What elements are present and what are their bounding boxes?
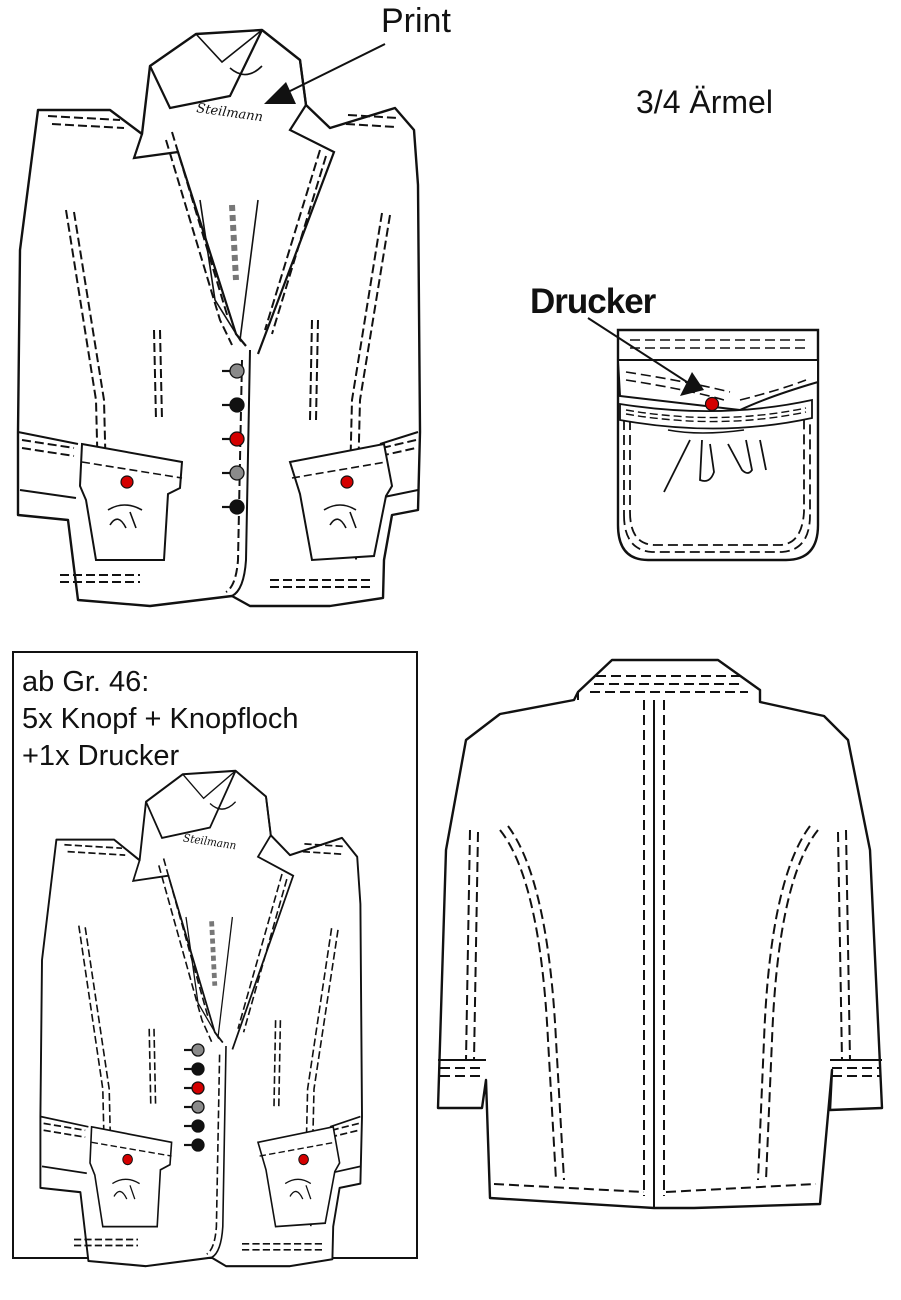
- button-black: [191, 1062, 205, 1076]
- button-black: [191, 1138, 205, 1152]
- button-column-large-size: [184, 1043, 205, 1152]
- snap-dot-detail: [704, 396, 720, 412]
- size-note-line1: ab Gr. 46:: [22, 666, 150, 698]
- snap-dot-left: [120, 475, 134, 489]
- button-grey: [229, 363, 245, 379]
- snap-label: Drucker: [530, 282, 656, 321]
- button-grey: [191, 1043, 205, 1057]
- size-note-line2: 5x Knopf + Knopfloch: [22, 703, 299, 735]
- print-label: Print: [381, 2, 451, 40]
- button-grey: [191, 1100, 205, 1114]
- large-size-note: ab Gr. 46: 5x Knopf + Knopfloch +1x Druc…: [22, 664, 299, 775]
- button-grey: [229, 465, 245, 481]
- button-red: [229, 431, 245, 447]
- button-red: [191, 1081, 205, 1095]
- button-black: [191, 1119, 205, 1133]
- button-column: [222, 363, 245, 515]
- button-black: [229, 397, 245, 413]
- button-black: [229, 499, 245, 515]
- snap-dot-right: [340, 475, 354, 489]
- sleeve-label: 3/4 Ärmel: [636, 84, 773, 120]
- size-note-line3: +1x Drucker: [22, 740, 180, 772]
